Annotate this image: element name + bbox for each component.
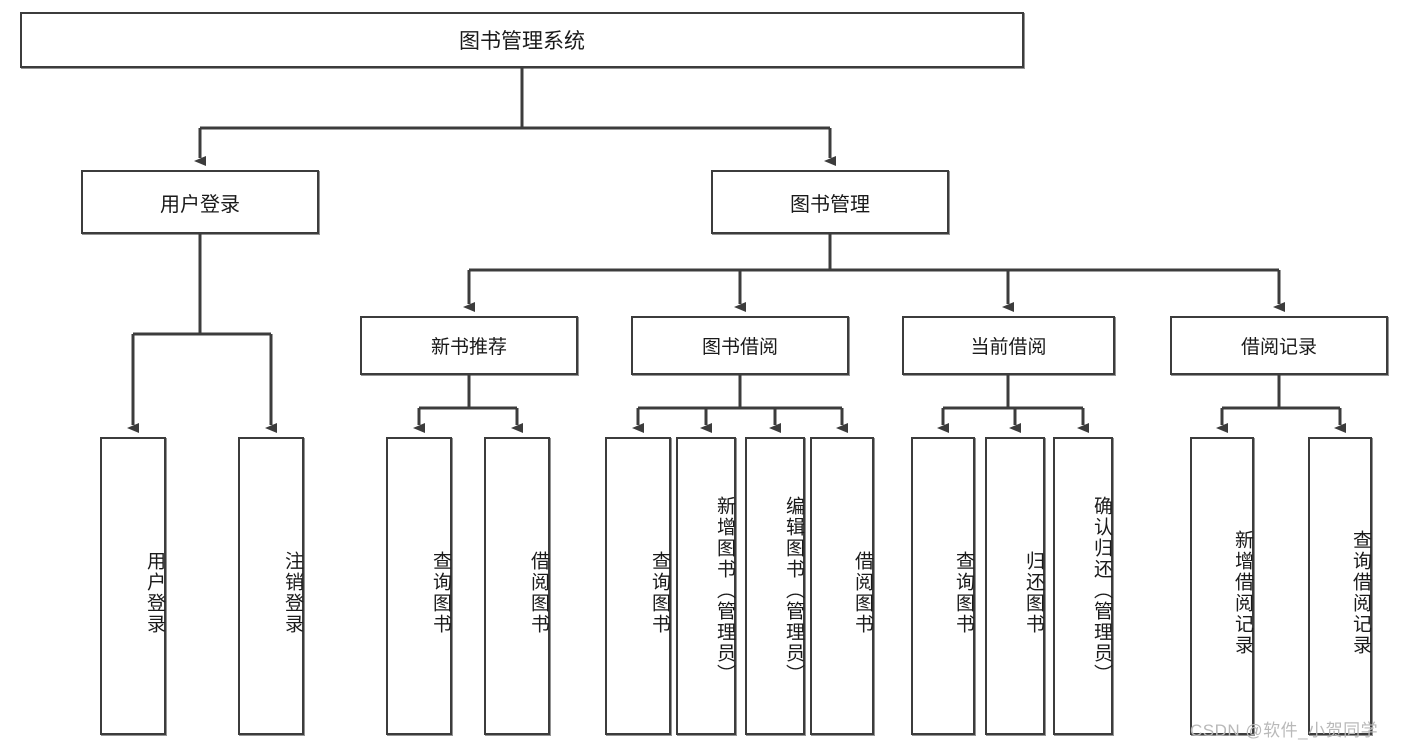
node-leaf-return-book-label: 归还图书 [1023,551,1044,635]
node-leaf-borrow-book-1[interactable]: 借阅图书 [484,437,550,735]
node-user-login[interactable]: 用户登录 [81,170,319,234]
node-leaf-add-record-label: 新增借阅记录 [1232,530,1253,656]
node-leaf-borrow-book-1-label: 借阅图书 [528,551,549,635]
node-leaf-confirm-return-label: 确认归还（管理员） [1091,495,1112,685]
node-leaf-return-book[interactable]: 归还图书 [985,437,1045,735]
csdn-watermark: CSDN @软件_小贺同学 [1190,721,1379,740]
node-current-borrow[interactable]: 当前借阅 [902,316,1115,375]
node-borrow-record[interactable]: 借阅记录 [1170,316,1388,375]
node-user-login-label: 用户登录 [160,193,240,216]
node-leaf-query-book-2[interactable]: 查询图书 [605,437,671,735]
node-leaf-borrow-book-2-label: 借阅图书 [852,551,873,635]
node-leaf-add-record[interactable]: 新增借阅记录 [1190,437,1254,735]
node-leaf-add-book[interactable]: 新增图书（管理员） [676,437,736,735]
node-borrow-record-label: 借阅记录 [1240,337,1317,358]
node-leaf-logout-label: 注销登录 [282,551,303,635]
node-leaf-edit-book[interactable]: 编辑图书（管理员） [745,437,805,735]
node-root-label: 图书管理系统 [459,30,585,53]
node-leaf-borrow-book-2[interactable]: 借阅图书 [810,437,874,735]
node-leaf-logout[interactable]: 注销登录 [238,437,304,735]
node-leaf-query-record[interactable]: 查询借阅记录 [1308,437,1372,735]
node-new-book-rec-label: 新书推荐 [430,337,507,358]
node-leaf-confirm-return[interactable]: 确认归还（管理员） [1053,437,1113,735]
node-current-borrow-label: 当前借阅 [970,337,1047,358]
node-leaf-user-login[interactable]: 用户登录 [100,437,166,735]
node-leaf-query-book-1[interactable]: 查询图书 [386,437,452,735]
node-leaf-query-record-label: 查询借阅记录 [1350,530,1371,656]
node-new-book-rec[interactable]: 新书推荐 [360,316,578,375]
node-root[interactable]: 图书管理系统 [20,12,1024,68]
node-leaf-edit-book-label: 编辑图书（管理员） [783,495,804,685]
node-leaf-query-book-3-label: 查询图书 [953,551,974,635]
node-book-manage[interactable]: 图书管理 [711,170,949,234]
node-leaf-query-book-1-label: 查询图书 [430,551,451,635]
node-book-borrow[interactable]: 图书借阅 [631,316,849,375]
node-leaf-user-login-label: 用户登录 [144,551,165,635]
node-book-borrow-label: 图书借阅 [701,337,778,358]
node-leaf-query-book-2-label: 查询图书 [649,551,670,635]
node-leaf-query-book-3[interactable]: 查询图书 [911,437,975,735]
node-leaf-add-book-label: 新增图书（管理员） [714,495,735,685]
node-book-manage-label: 图书管理 [790,193,870,216]
